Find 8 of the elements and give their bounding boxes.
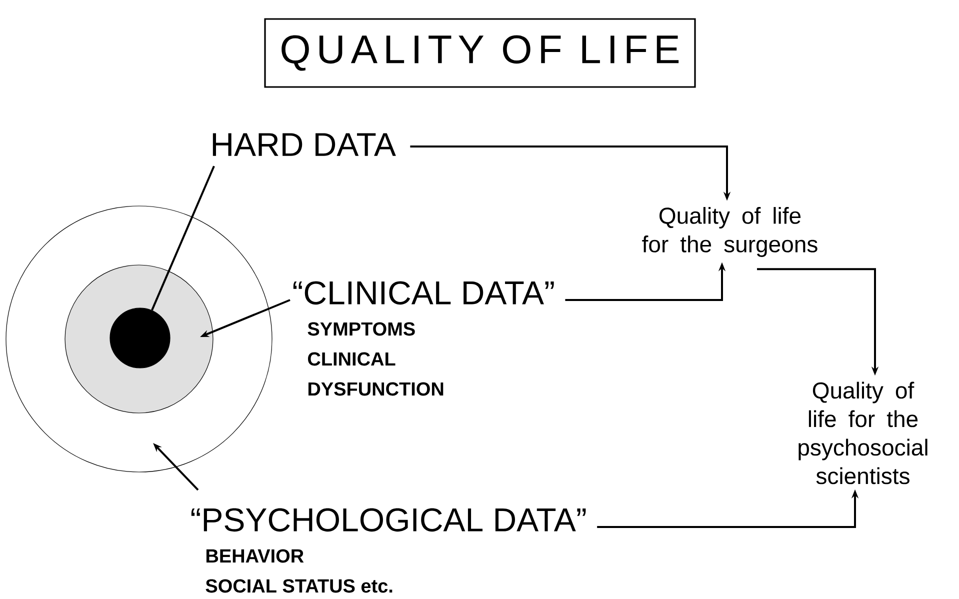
text-label: “PSYCHOLOGICAL DATA” BEHAVIOR SOCIAL STATUS etc. [191, 508, 586, 593]
title-box: QUALITY OF LIFE [264, 18, 696, 88]
text-label: “CLINICAL DATA” SYMPTOMS CLINICAL DYSFUNCTION [293, 281, 554, 396]
leader-line [151, 166, 215, 311]
bullseye [110, 308, 170, 368]
text-label: HARD DATA [212, 133, 396, 156]
text-label: Quality of life for the surgeons [642, 207, 818, 257]
text-label: Quality of life for the psychosocial scientists [798, 382, 928, 484]
